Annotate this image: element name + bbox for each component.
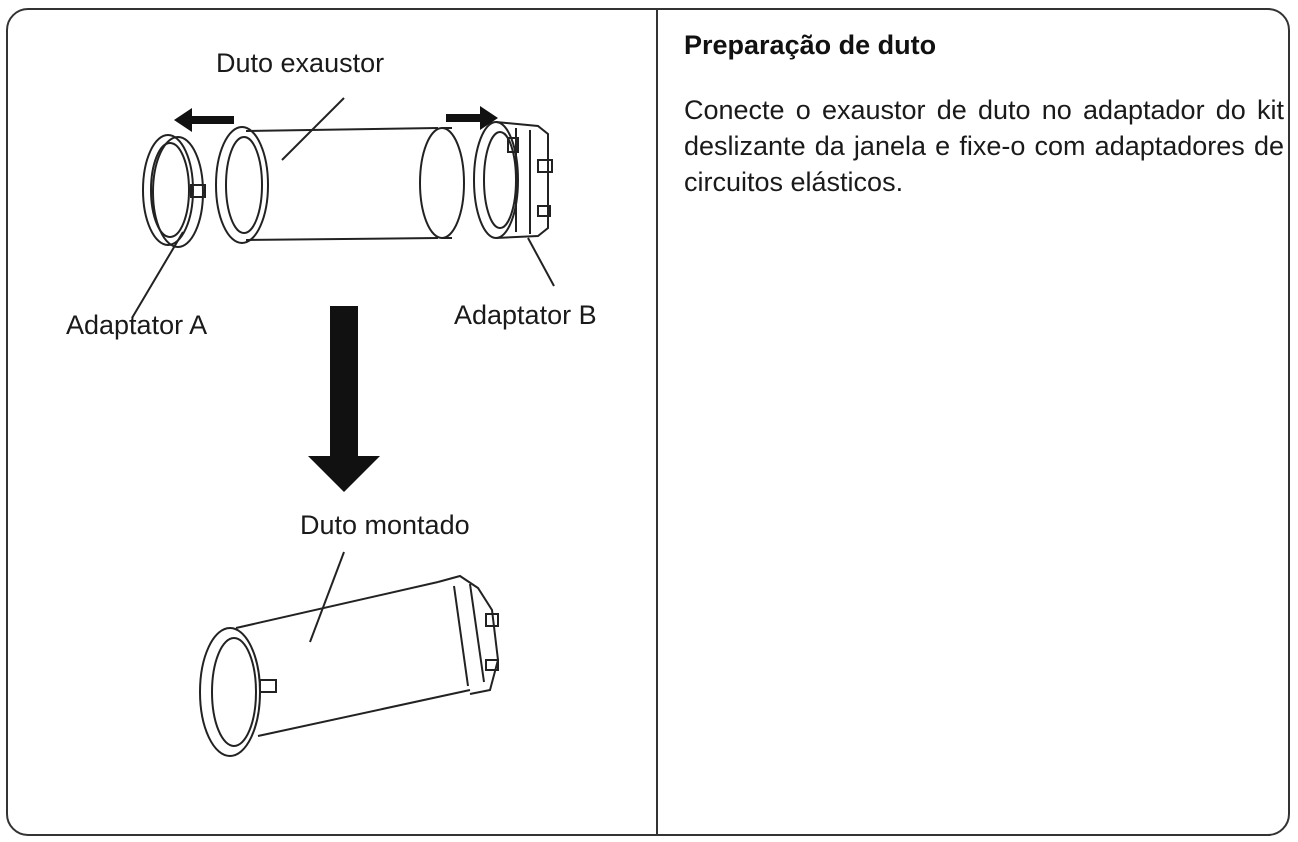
instruction-panel: [6, 8, 1290, 836]
adapter-a-label: Adaptator A: [66, 310, 208, 340]
assembled-leader-line: [309, 551, 345, 643]
arrow-left-icon: [174, 108, 234, 132]
section-title: Preparação de duto: [684, 30, 937, 60]
assembled-duct-label: Duto montado: [300, 510, 470, 540]
duct-label: Duto exaustor: [216, 48, 385, 78]
duct-assembly-illustration: [131, 97, 555, 757]
arrow-right-icon: [446, 106, 498, 130]
adapter-b-label: Adaptator B: [454, 300, 597, 330]
adapter-b-leader-line: [527, 237, 555, 287]
adapter-b-drawing: [473, 121, 553, 239]
assembled-duct-drawing: [199, 574, 500, 757]
adapter-a-leader-line: [131, 231, 184, 319]
duct-leader-line: [281, 97, 345, 161]
adapter-a-drawing: [142, 134, 206, 248]
exhaust-duct-drawing: [215, 126, 465, 244]
section-body: Conecte o exaustor de duto no adaptador …: [684, 95, 1284, 197]
duct-assembly-figure: Duto exaustor Adaptator A Adaptator B Du…: [8, 10, 654, 834]
column-divider: [656, 8, 658, 836]
arrow-down-icon: [308, 306, 380, 492]
